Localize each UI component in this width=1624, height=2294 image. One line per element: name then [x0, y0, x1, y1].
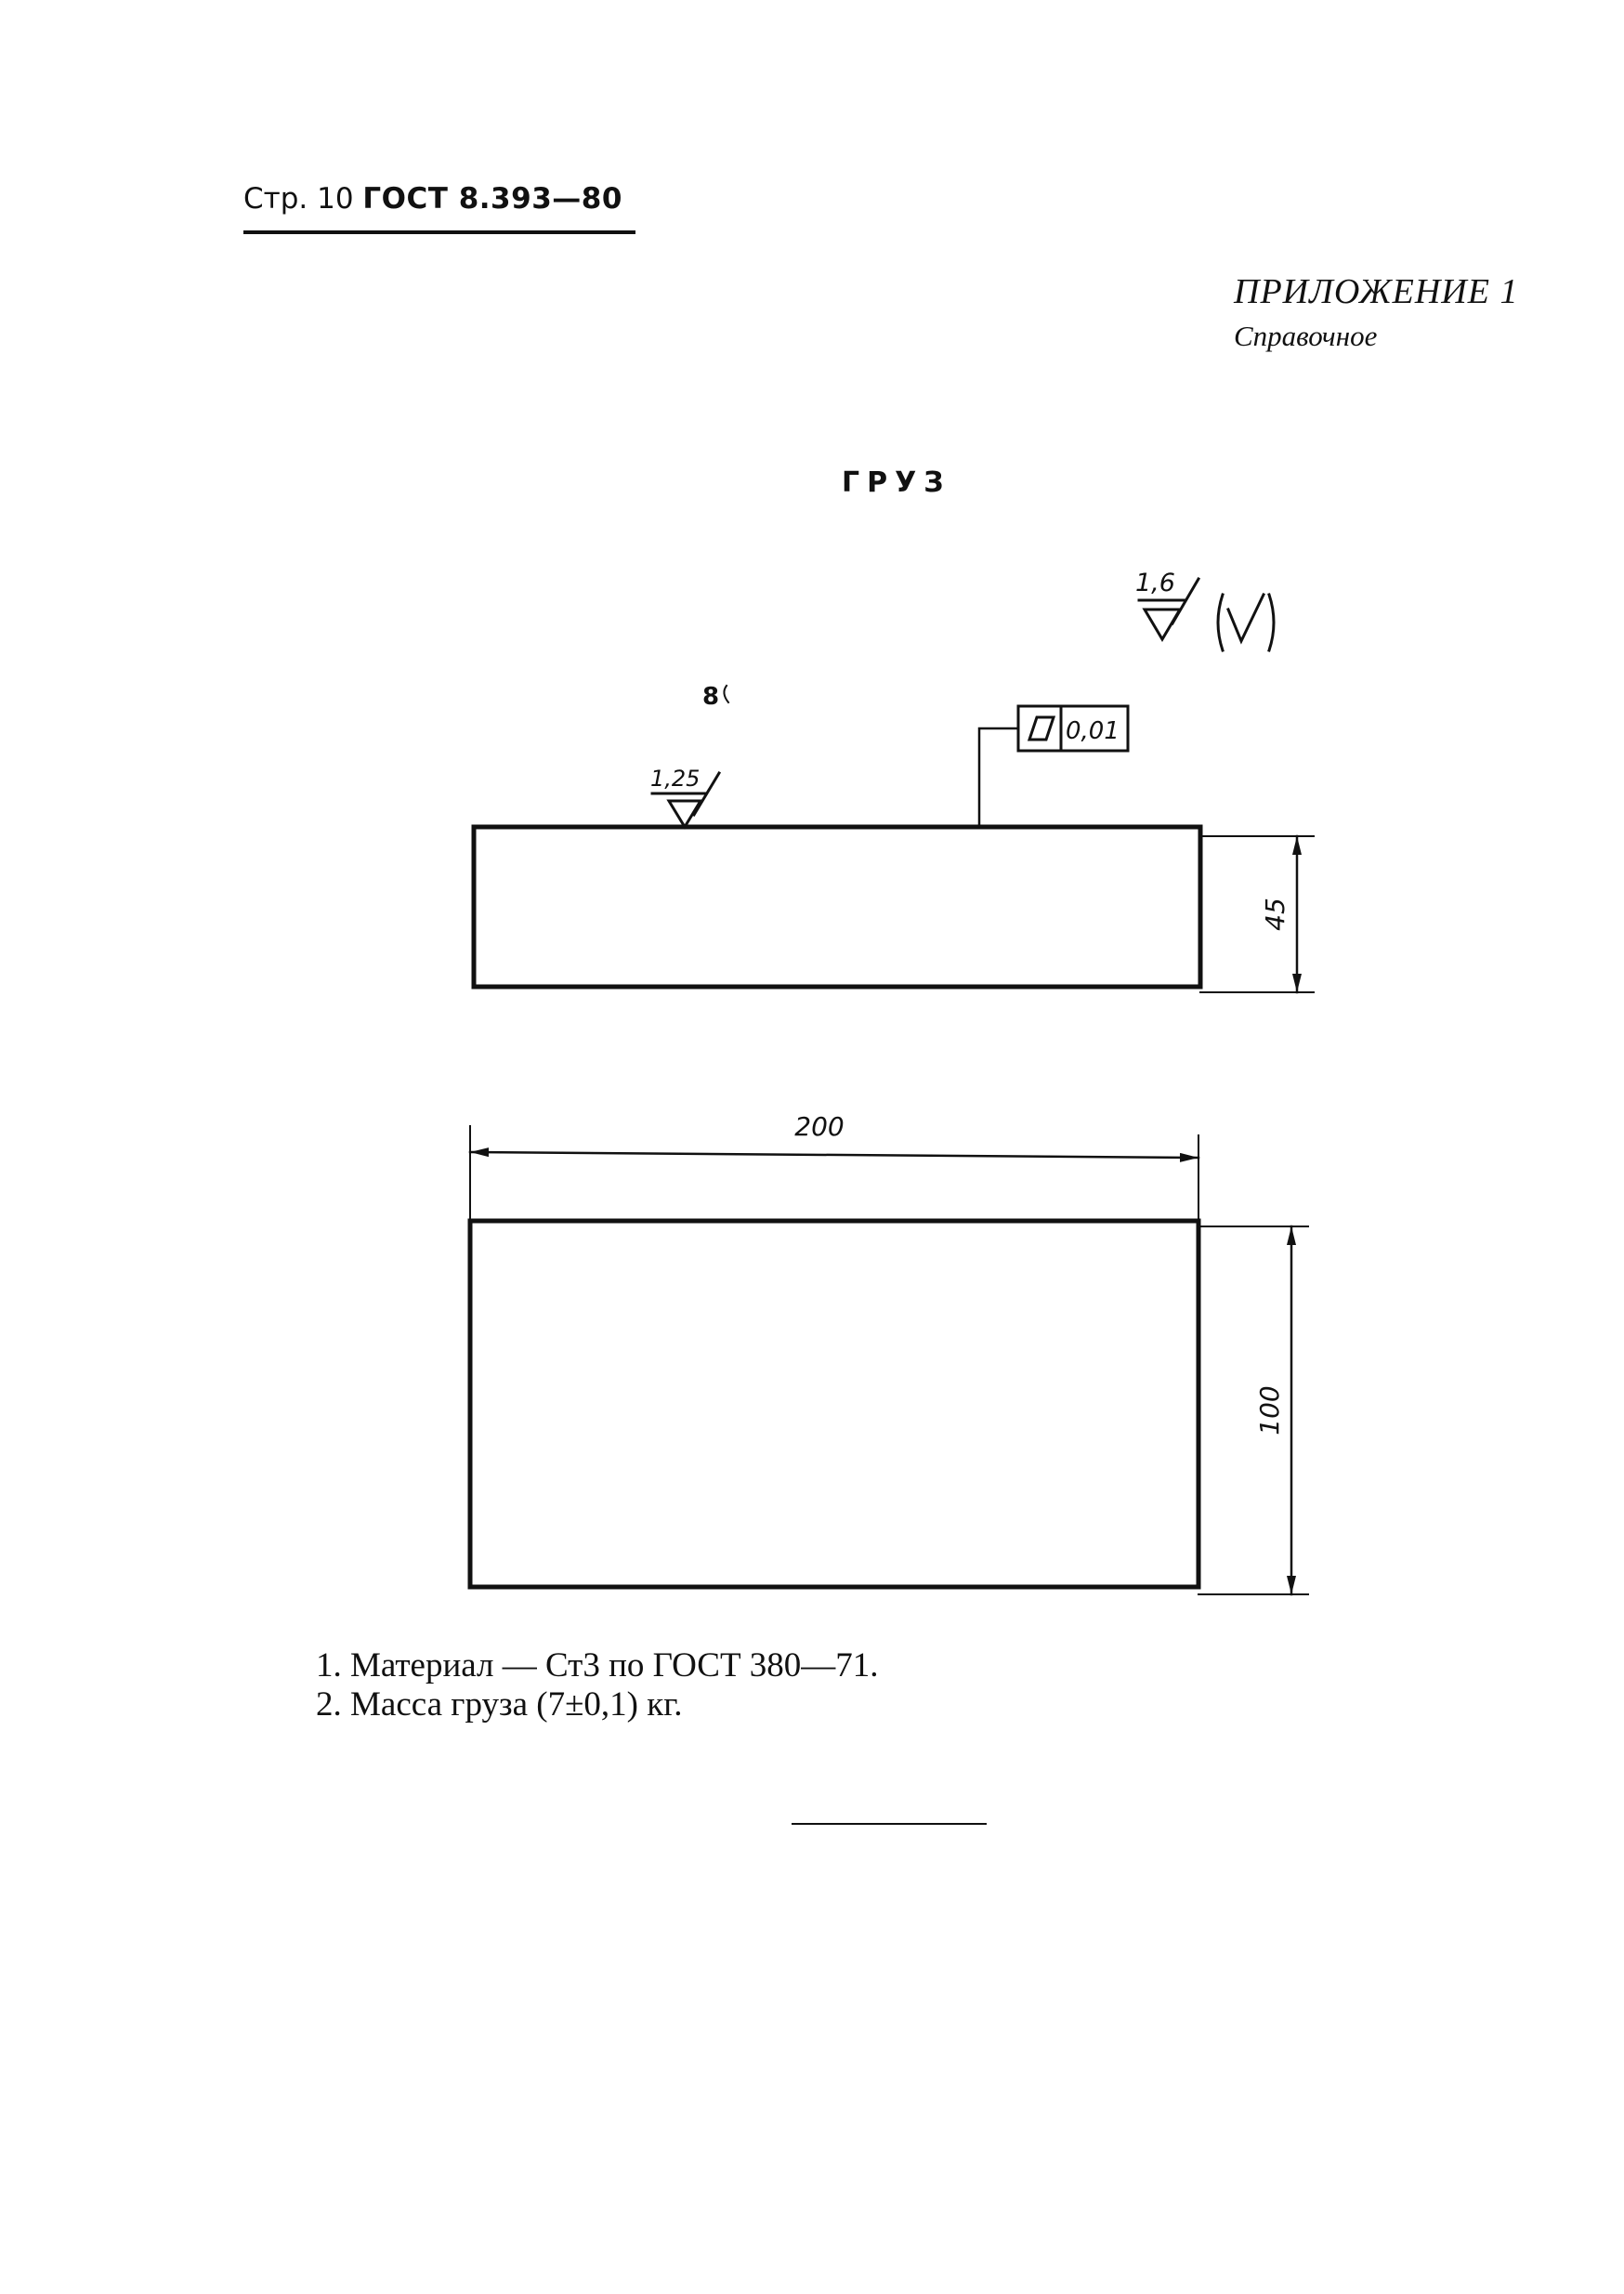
top-view-outline	[467, 1218, 1201, 1590]
drawing-title: ГРУЗ	[842, 466, 951, 499]
notes: 1. Материал — Ст3 по ГОСТ 380—71. 2. Мас…	[316, 1646, 879, 1724]
length-dimension-line	[468, 1147, 1200, 1162]
page-number: Стр. 10	[243, 182, 354, 216]
flatness-tolerance-value: 0,01	[1066, 717, 1120, 745]
front-view-outline	[471, 824, 1203, 990]
note-mass: 2. Масса груза (7±0,1) кг.	[316, 1685, 683, 1724]
header-rule	[243, 230, 635, 234]
position-marker: 8	[702, 683, 719, 711]
flatness-tolerance-frame: 0,01	[977, 704, 1130, 829]
marker-tick	[723, 684, 730, 704]
page-header: Стр. 10 ГОСТ 8.393—80	[243, 182, 622, 216]
note-material: 1. Материал — Ст3 по ГОСТ 380—71.	[316, 1646, 879, 1684]
standard-number: ГОСТ 8.393—80	[362, 182, 622, 216]
overall-roughness-symbol: 1,6	[1135, 569, 1276, 652]
appendix-type: Справочное	[1234, 320, 1378, 352]
height-dimension-value: 45	[1260, 898, 1290, 931]
length-dimension-value: 200	[794, 1111, 844, 1142]
overall-roughness-value: 1,6	[1135, 569, 1175, 597]
width-dimension-value: 100	[1254, 1385, 1285, 1435]
top-roughness-value: 1,25	[650, 766, 700, 792]
end-rule	[792, 1823, 987, 1825]
top-roughness-symbol: 1,25	[650, 766, 722, 830]
appendix-label: ПРИЛОЖЕНИЕ 1	[1234, 272, 1519, 311]
